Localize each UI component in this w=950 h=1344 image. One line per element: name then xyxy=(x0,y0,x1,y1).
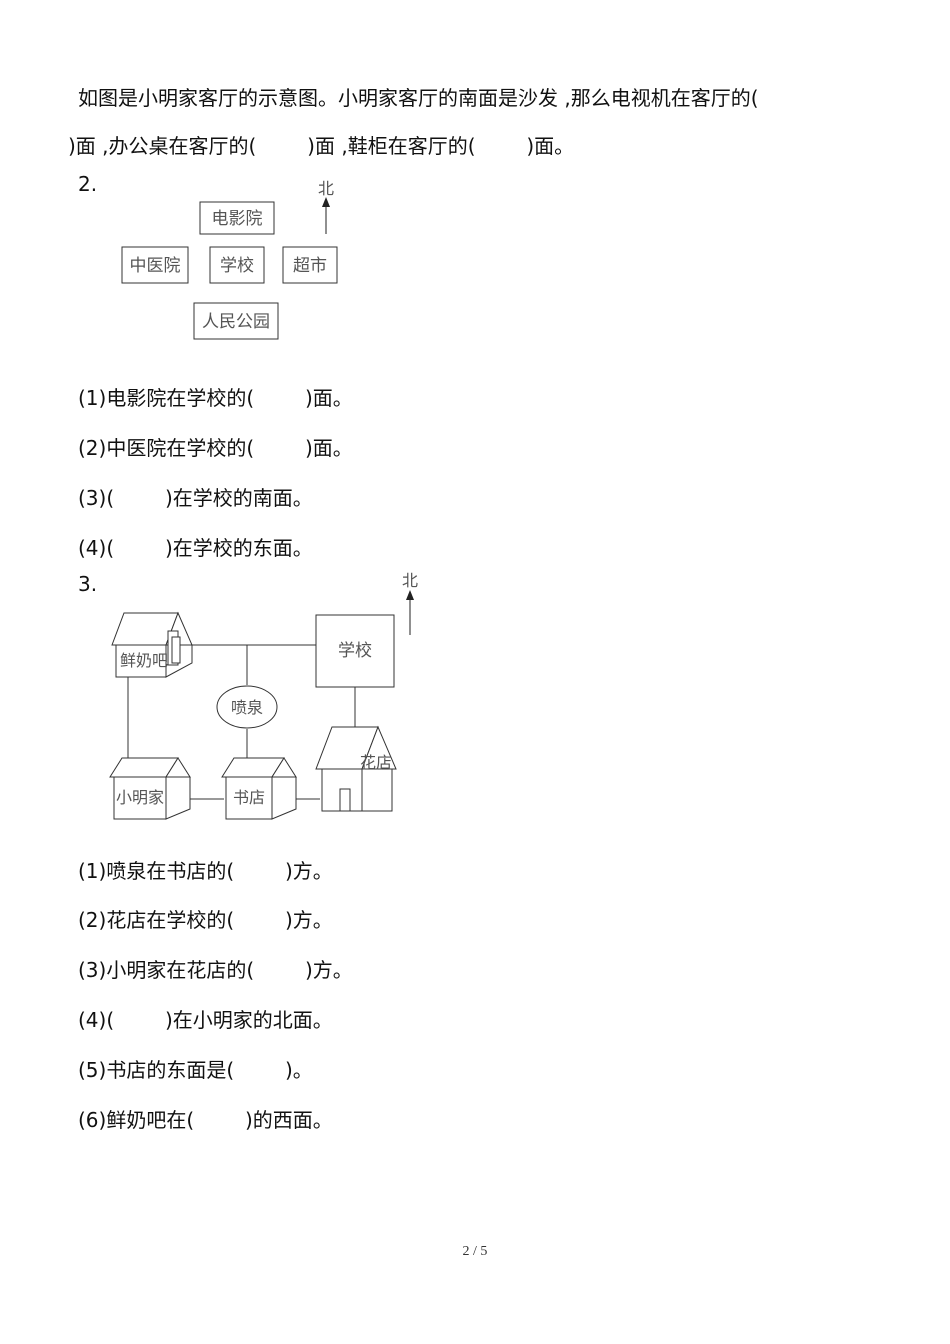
q3-item-4: (4)( )在小明家的北面。 xyxy=(78,1008,333,1032)
cinema-box: 电影院 xyxy=(199,201,275,235)
flower-shop-house xyxy=(315,725,397,812)
cinema-label: 电影院 xyxy=(212,209,263,229)
question-3-number: 3. xyxy=(78,572,98,596)
intro-line-2: )面 ,办公桌在客厅的( )面 ,鞋柜在客厅的( )面。 xyxy=(68,134,575,158)
page-number: 2 / 5 xyxy=(462,1244,488,1259)
question-2-number: 2. xyxy=(78,172,98,196)
bookstore-label: 书店 xyxy=(233,788,265,807)
school-label: 学校 xyxy=(220,256,254,276)
bookstore-house xyxy=(221,757,297,820)
supermarket-label: 超市 xyxy=(293,256,327,276)
north-label: 北 xyxy=(318,179,334,198)
q3-item-2: (2)花店在学校的( )方。 xyxy=(78,908,333,932)
xiaoming-home-label: 小明家 xyxy=(116,788,164,807)
q2-item-3: (3)( )在学校的南面。 xyxy=(78,486,313,510)
q3-map-diagram: 北 鲜奶吧 学校 喷泉 小明家 xyxy=(109,571,418,820)
school-box: 学校 xyxy=(315,614,395,688)
road-lines xyxy=(127,644,356,800)
north-arrow: 北 xyxy=(318,179,334,234)
q3-item-1: (1)喷泉在书店的( )方。 xyxy=(78,859,333,883)
school-label: 学校 xyxy=(338,641,372,661)
milk-bar-label: 鲜奶吧 xyxy=(120,651,168,670)
xiaoming-home-house xyxy=(109,757,191,820)
supermarket-box: 超市 xyxy=(282,246,338,284)
tcm-hospital-box: 中医院 xyxy=(121,246,189,284)
park-box: 人民公园 xyxy=(193,302,279,340)
intro-line-1: 如图是小明家客厅的示意图。小明家客厅的南面是沙发 ,那么电视机在客厅的( xyxy=(78,86,759,110)
north-arrow: 北 xyxy=(402,571,418,635)
park-label: 人民公园 xyxy=(202,312,270,332)
q2-item-2: (2)中医院在学校的( )面。 xyxy=(78,436,353,460)
school-box: 学校 xyxy=(209,246,265,284)
q3-item-6: (6)鲜奶吧在( )的西面。 xyxy=(78,1108,333,1132)
fountain-ellipse: 喷泉 xyxy=(216,685,278,729)
q2-item-1: (1)电影院在学校的( )面。 xyxy=(78,386,353,410)
q2-item-4: (4)( )在学校的东面。 xyxy=(78,536,313,560)
milk-bar-house xyxy=(111,611,193,678)
q3-item-3: (3)小明家在花店的( )方。 xyxy=(78,958,353,982)
q2-map-diagram: 北 电影院 中医院 学校 超市 人民公园 xyxy=(121,179,338,340)
north-label: 北 xyxy=(402,571,418,590)
flower-shop-label: 花店 xyxy=(360,753,392,772)
tcm-hospital-label: 中医院 xyxy=(130,256,181,276)
fountain-label: 喷泉 xyxy=(231,698,263,717)
q3-item-5: (5)书店的东面是( )。 xyxy=(78,1058,313,1082)
